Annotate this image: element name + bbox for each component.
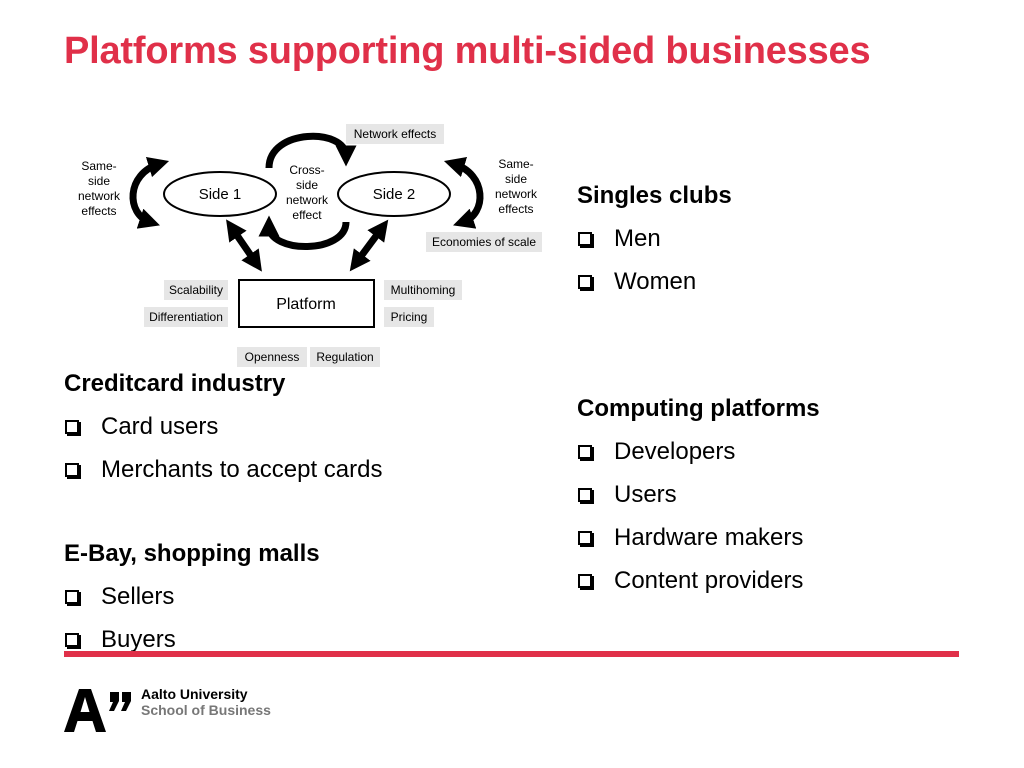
svg-text:Multihoming: Multihoming — [391, 283, 456, 297]
tag-pricing: Pricing — [384, 307, 434, 327]
tag-differentiation: Differentiation — [144, 307, 228, 327]
university-line: Aalto University — [141, 686, 248, 702]
checkbox-bullet-icon — [65, 590, 79, 604]
svg-text:Side 2: Side 2 — [373, 186, 416, 203]
platform-diagram: Network effects Economies of scale Scala… — [78, 124, 542, 367]
school-line: School of Business — [141, 702, 271, 718]
list-item: Developers — [577, 437, 820, 467]
svg-text:effect: effect — [292, 208, 322, 222]
arrow-side2-platform — [349, 219, 389, 272]
list-item: Merchants to accept cards — [64, 455, 382, 485]
ebay-malls-block: E-Bay, shopping malls Sellers Buyers — [64, 539, 320, 668]
tag-regulation: Regulation — [310, 347, 380, 367]
svg-text:Differentiation: Differentiation — [149, 310, 223, 324]
list-item: Buyers — [64, 625, 320, 655]
cross-side-label: Cross- side network effect — [286, 163, 329, 222]
same-side-arrow-right — [443, 157, 484, 229]
checkbox-bullet-icon — [578, 445, 592, 459]
singles-clubs-block: Singles clubs Men Women — [577, 181, 732, 310]
checkbox-bullet-icon — [578, 488, 592, 502]
arrow-side1-platform — [226, 219, 262, 272]
creditcard-block: Creditcard industry Card users Merchants… — [64, 369, 382, 498]
checkbox-bullet-icon — [578, 275, 592, 289]
svg-text:side: side — [88, 174, 110, 188]
svg-text:side: side — [505, 172, 527, 186]
svg-text:Side 1: Side 1 — [199, 186, 242, 203]
svg-text:Cross-: Cross- — [289, 163, 324, 177]
svg-text:Same-: Same- — [498, 157, 533, 171]
list-item: Users — [577, 480, 820, 510]
svg-text:effects: effects — [498, 202, 533, 216]
list-item: Card users — [64, 412, 382, 442]
svg-text:Pricing: Pricing — [391, 310, 428, 324]
checkbox-bullet-icon — [65, 463, 79, 477]
svg-text:Platform: Platform — [276, 296, 336, 313]
tag-openness: Openness — [237, 347, 307, 367]
svg-text:Same-: Same- — [81, 159, 116, 173]
svg-text:Network effects: Network effects — [354, 127, 436, 141]
checkbox-bullet-icon — [65, 633, 79, 647]
tag-network-effects: Network effects — [346, 124, 444, 144]
cross-side-arrow-bottom — [258, 215, 350, 250]
cross-side-arrow-top — [265, 132, 357, 169]
same-side-right-label: Same- side network effects — [495, 157, 538, 216]
checkbox-bullet-icon — [578, 531, 592, 545]
slide-title: Platforms supporting multi-sided busines… — [64, 30, 871, 72]
svg-text:network: network — [286, 193, 329, 207]
svg-text:Economies of scale: Economies of scale — [432, 235, 536, 249]
list-item: Sellers — [64, 582, 320, 612]
section-heading: E-Bay, shopping malls — [64, 540, 320, 567]
list-item: Men — [577, 224, 732, 254]
svg-text:network: network — [78, 189, 121, 203]
svg-text:Openness: Openness — [245, 350, 300, 364]
computing-platforms-block: Computing platforms Developers Users Har… — [577, 394, 820, 609]
same-side-arrow-left — [129, 157, 170, 229]
section-heading: Computing platforms — [577, 395, 820, 422]
university-name: Aalto University School of Business — [141, 686, 271, 718]
side-1-node: Side 1 — [163, 171, 277, 217]
list-item: Hardware makers — [577, 523, 820, 553]
list-item: Women — [577, 267, 732, 297]
svg-text:side: side — [296, 178, 318, 192]
tag-economies-of-scale: Economies of scale — [426, 232, 542, 252]
checkbox-bullet-icon — [578, 232, 592, 246]
tag-multihoming: Multihoming — [384, 280, 462, 300]
checkbox-bullet-icon — [578, 574, 592, 588]
checkbox-bullet-icon — [65, 420, 79, 434]
side-2-node: Side 2 — [337, 171, 451, 217]
svg-text:Regulation: Regulation — [316, 350, 373, 364]
same-side-left-label: Same- side network effects — [78, 159, 121, 218]
footer-divider — [64, 651, 959, 657]
svg-text:Scalability: Scalability — [169, 283, 223, 297]
svg-text:network: network — [495, 187, 538, 201]
svg-text:effects: effects — [81, 204, 116, 218]
section-heading: Singles clubs — [577, 182, 732, 209]
tag-scalability: Scalability — [164, 280, 228, 300]
section-heading: Creditcard industry — [64, 370, 286, 397]
list-item: Content providers — [577, 566, 820, 596]
platform-node: Platform — [238, 279, 375, 328]
aalto-logo-icon — [64, 689, 131, 732]
